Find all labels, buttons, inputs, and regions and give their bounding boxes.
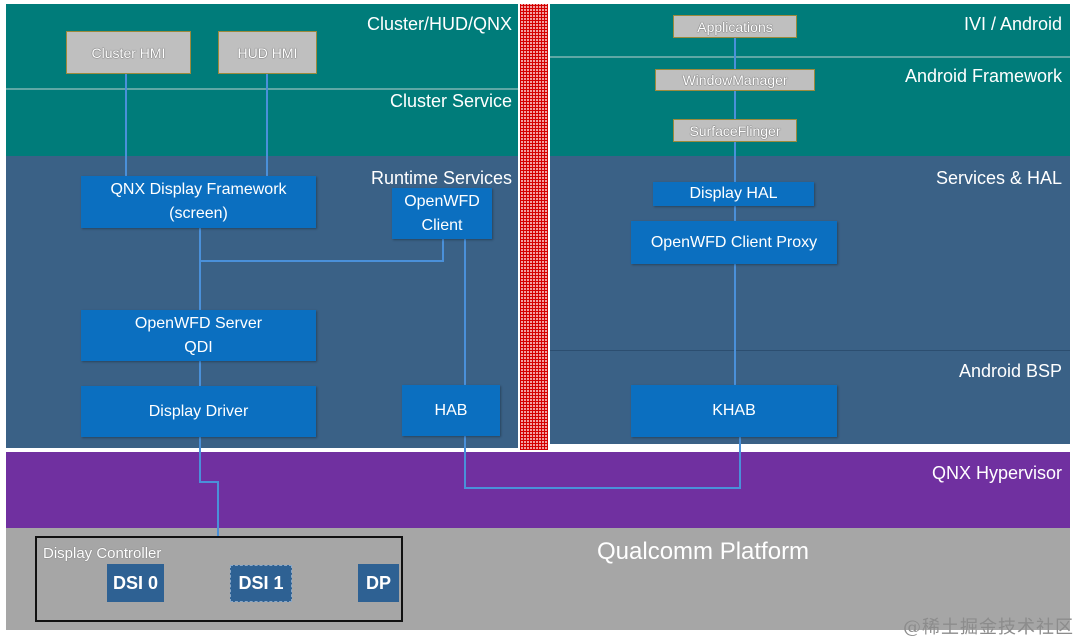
openwfd-client-title: OpenWFD	[404, 192, 480, 210]
layer-divider	[6, 88, 518, 90]
layer-label-cluster-service: Cluster Service	[389, 91, 512, 111]
port-dsi-0: DSI 0	[107, 564, 164, 602]
qnx-display-framework-title: QNX Display Framework	[110, 181, 287, 198]
openwfd-client-box: OpenWFD Client	[392, 188, 492, 239]
port-dsi-1: DSI 1	[230, 565, 292, 602]
layer-label-android-framework: Android Framework	[904, 66, 1062, 86]
qnx-display-framework-subtitle: (screen)	[169, 205, 228, 222]
layer-divider	[550, 56, 1070, 58]
layer-label-cluster-hud-qnx: Cluster/HUD/QNX	[366, 14, 512, 34]
layer-label-qnx-hypervisor: QNX Hypervisor	[931, 463, 1062, 483]
qnx-hypervisor-layer	[6, 452, 1070, 528]
layer-label-qualcomm-platform: Qualcomm Platform	[597, 538, 810, 565]
cluster-hmi-box: Cluster HMI	[66, 31, 191, 74]
display-controller-label: Display Controller	[43, 545, 162, 562]
layer-label-runtime-services: Runtime Services	[370, 168, 512, 188]
window-manager-box: WindowManager	[655, 69, 815, 91]
qualcomm-platform-layer	[6, 528, 1070, 630]
openwfd-client-subtitle: Client	[421, 216, 463, 234]
display-controller	[35, 536, 403, 622]
hud-hmi-box: HUD HMI	[218, 31, 317, 74]
layer-label-ivi-android: IVI / Android	[963, 14, 1062, 34]
layer-label-android-bsp: Android BSP	[958, 361, 1062, 381]
applications-box: Applications	[673, 15, 797, 38]
khab-box: KHAB	[631, 385, 837, 437]
display-hal-box: Display HAL	[653, 182, 814, 206]
hab-box: HAB	[402, 385, 500, 436]
openwfd-server-subtitle: QDI	[184, 338, 213, 356]
cluster-hud-qnx-layer	[6, 4, 518, 156]
surface-flinger-box: SurfaceFlinger	[673, 119, 797, 142]
port-dp: DP	[358, 564, 399, 602]
qnx-display-framework-box: QNX Display Framework (screen)	[81, 176, 316, 228]
display-driver-box: Display Driver	[81, 386, 316, 437]
watermark: @稀土掘金技术社区	[903, 617, 1074, 638]
layer-label-services-hal: Services & HAL	[935, 168, 1062, 188]
openwfd-server-box: OpenWFD Server QDI	[81, 310, 316, 361]
openwfd-client-proxy-box: OpenWFD Client Proxy	[631, 221, 837, 264]
partition-divider	[520, 4, 548, 450]
openwfd-server-title: OpenWFD Server	[134, 314, 263, 332]
